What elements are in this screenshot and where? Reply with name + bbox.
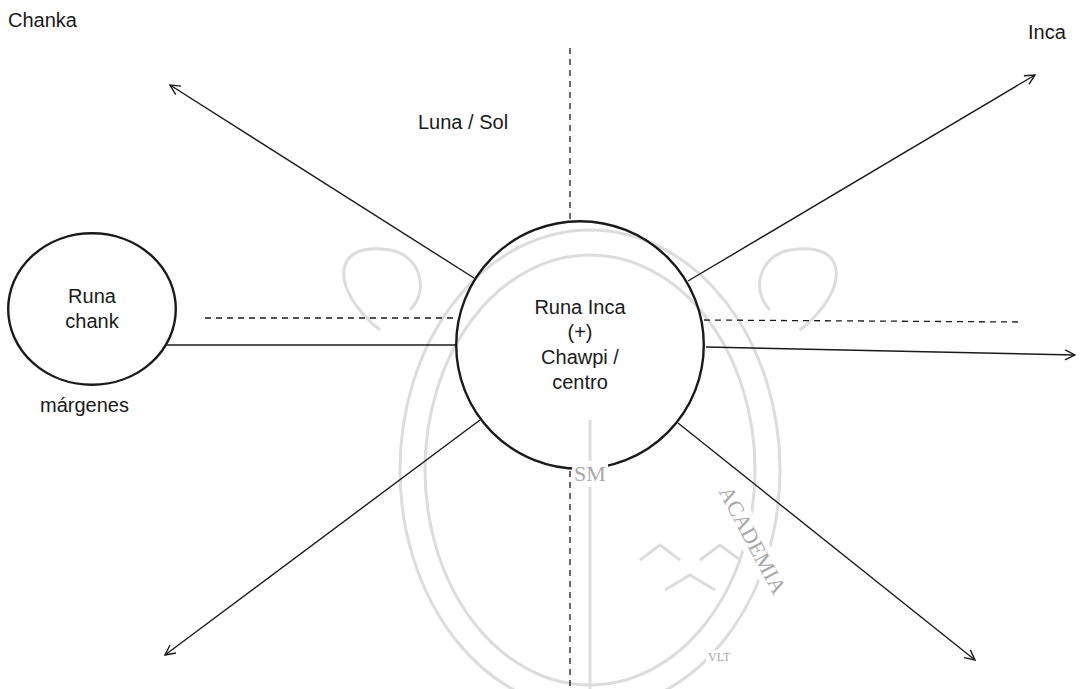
radial-arrow — [165, 75, 1075, 660]
circle-outline — [455, 220, 705, 470]
diagram-label: Chanka — [8, 8, 77, 32]
connector-line — [167, 344, 455, 345]
diagram-label: Inca — [1028, 20, 1066, 44]
watermark-text: VLT — [706, 650, 732, 664]
axis-dashed — [205, 48, 1020, 689]
diagram-label: Luna / Sol — [418, 110, 508, 134]
circle-node: Runa Inca (+) Chawpi / centro — [455, 220, 705, 470]
circle-node: Runa chank — [7, 232, 177, 386]
watermark-text: SM — [572, 461, 608, 487]
node-text: Runa chank — [52, 284, 132, 334]
circle-outline — [7, 232, 177, 386]
diagram-label: márgenes — [40, 393, 129, 417]
node-text: Runa Inca (+) Chawpi / centro — [533, 295, 628, 395]
